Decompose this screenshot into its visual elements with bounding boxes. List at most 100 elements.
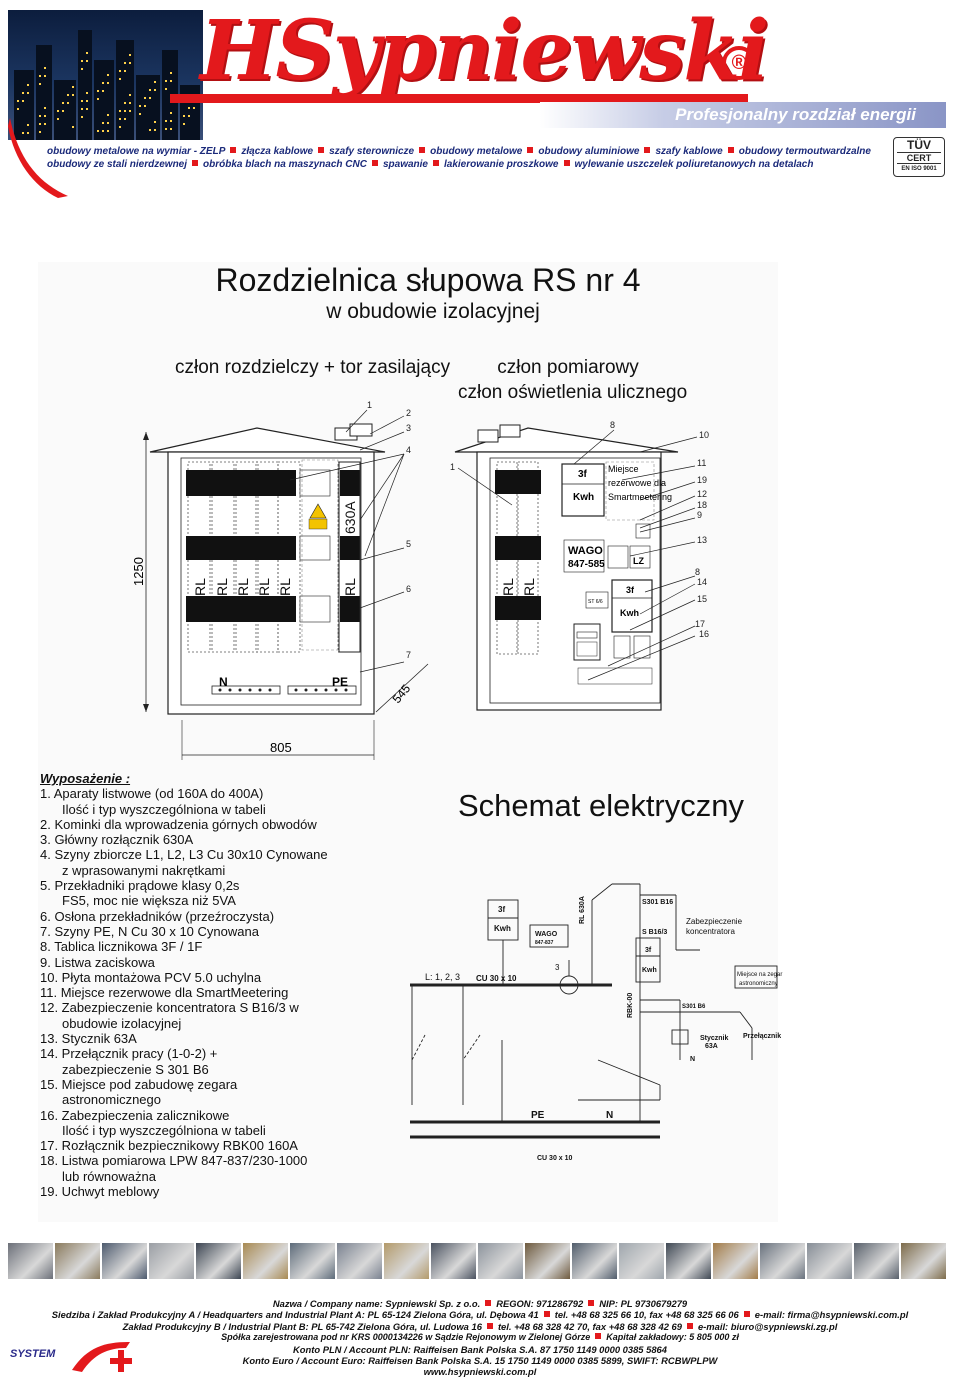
right-cabinet-drawing — [454, 424, 698, 711]
equipment-item: 13. Stycznik 63A — [40, 1031, 137, 1047]
footer-item-1: Kapitał zakładowy: 5 805 000 zł — [606, 1332, 739, 1343]
separator-square — [192, 160, 199, 166]
rl-label: RL — [214, 578, 230, 596]
callout-3: 3 — [406, 423, 411, 433]
equipment-item: 1. Aparaty listwowe (od 160A do 400A) — [40, 786, 264, 802]
section-right-label-2: człon oświetlenia ulicznego — [458, 382, 688, 403]
footer-item-1: REGON: 971286792 — [496, 1298, 584, 1309]
wago-code-label: 847-585 — [568, 559, 605, 570]
wago-label: WAGO — [568, 545, 603, 557]
rl-label: RL — [277, 578, 293, 596]
schem-przel: Przełącznik — [743, 1033, 781, 1040]
separator-square — [563, 160, 570, 166]
service-item-1: obróbka blach na maszynach CNC — [203, 159, 367, 170]
schem-s301b16: S301 B16 — [642, 899, 673, 906]
product-photo — [431, 1243, 476, 1279]
schem-ct-number: 3 — [555, 963, 560, 972]
callout-4: 4 — [406, 445, 411, 455]
separator-square — [371, 160, 378, 166]
separator-square — [433, 160, 439, 166]
skyline-building — [94, 60, 114, 140]
rl-label: RL — [521, 578, 537, 596]
schem-n: N — [606, 1110, 613, 1121]
footer-line-3: Zakład Produkcyjny B / Industrial Plant … — [0, 1321, 960, 1332]
left-callout-numbers: 1 2 3 4 5 6 7 — [367, 400, 411, 660]
brand-underline — [170, 94, 748, 103]
footer-item-0: Zakład Produkcyjny B / Industrial Plant … — [122, 1320, 482, 1332]
equipment-title: Wyposażenie : — [40, 771, 131, 786]
separator-square — [419, 147, 426, 153]
footer-item-0: Nazwa / Company name: Sypniewski Sp. z o… — [272, 1298, 481, 1309]
equipment-item: z wprasowanymi nakrętkami — [62, 862, 226, 878]
bus-cu-label: CU 30 x 10 — [476, 974, 517, 983]
schem-meter-3f: 3f — [498, 905, 505, 914]
separator-square — [595, 1333, 602, 1340]
st-label: ST 6/6 — [588, 599, 603, 605]
product-photo — [243, 1243, 288, 1279]
rl-label: RL — [192, 578, 208, 596]
callout-18: 18 — [697, 500, 707, 510]
callout-9: 9 — [697, 510, 702, 520]
meter-kwh-label: Kwh — [573, 492, 594, 503]
rl-labels-left: RL RL RL RL RL RL 630A — [192, 501, 358, 596]
equipment-item: obudowie izolacyjnej — [62, 1015, 182, 1031]
equipment-item: 17. Rozłącznik bezpiecznikowy RBK00 160A — [40, 1138, 298, 1154]
product-photo — [619, 1243, 664, 1279]
equipment-item: 4. Szyny zbiorcze L1, L2, L3 Cu 30x10 Cy… — [40, 847, 328, 863]
product-photo — [290, 1243, 335, 1279]
depth-dimension: 545 — [390, 681, 414, 706]
separator-square — [588, 1300, 595, 1306]
schem-stycznik-1: Stycznik — [700, 1035, 729, 1042]
callout-2: 2 — [406, 408, 411, 418]
section-right-label-1: człon pomiarowy — [497, 357, 639, 378]
section-left-label: człon rozdzielczy + tor zasilający — [175, 357, 451, 378]
equipment-item: 6. Osłona przekładników (przeźroczysta) — [40, 908, 275, 924]
equipment-item: FS5, moc nie większa niż 5VA — [62, 893, 236, 909]
schem-s301b6: S301 B6 — [682, 1004, 706, 1010]
equipment-items: 1. Aparaty listwowe (od 160A do 400A)Ilo… — [40, 786, 328, 1199]
product-photo — [901, 1243, 946, 1279]
product-photo — [572, 1243, 617, 1279]
equipment-item: 2. Kominki dla wprowadzenia górnych obwo… — [40, 816, 317, 832]
callout-11: 11 — [697, 458, 706, 468]
product-photo — [666, 1243, 711, 1279]
footer-item-1: tel. +48 68 325 66 10, fax +48 68 325 66… — [554, 1309, 739, 1321]
separator-square — [485, 1300, 492, 1306]
service-item-0: obudowy ze stali nierdzewnej — [47, 159, 188, 170]
footer-website[interactable]: www.hsypniewski.com.pl — [423, 1366, 537, 1378]
rl-label: RL — [256, 578, 272, 596]
system-logo-text: SYSTEM — [10, 1348, 56, 1360]
equipment-item: Ilość i typ wyszczególniona w tabeli — [62, 801, 266, 817]
rl-label: RL — [500, 578, 516, 596]
product-photo — [55, 1243, 100, 1279]
equipment-item: 9. Listwa zaciskowa — [40, 954, 155, 970]
electrical-schematic — [410, 883, 778, 1139]
equipment-item: 5. Przekładniki prądowe klasy 0,2s — [40, 878, 240, 894]
service-item-4: obudowy aluminiowe — [538, 146, 640, 157]
skyline-building — [78, 30, 92, 140]
schem-pe: PE — [531, 1110, 545, 1121]
footer-company-info: Nazwa / Company name: Sypniewski Sp. z o… — [0, 1298, 960, 1378]
callout-5: 5 — [406, 539, 411, 549]
product-photo — [854, 1243, 899, 1279]
separator-square — [727, 147, 734, 153]
product-photo — [8, 1243, 53, 1279]
equipment-item: 15. Miejsce pod zabudowę zegara — [40, 1076, 238, 1092]
footer-item-1: tel. +48 68 328 42 70, fax +48 68 328 42… — [497, 1320, 682, 1332]
callout-1: 1 — [367, 400, 372, 410]
callout-7: 7 — [406, 650, 411, 660]
callout-17: 17 — [695, 619, 705, 629]
skyline-building — [54, 80, 76, 140]
schem-m2-kwh: Kwh — [642, 967, 657, 974]
meter2-kwh-label: Kwh — [620, 608, 639, 618]
brand-logo: HSypniewski — [200, 3, 769, 99]
equipment-item: 19. Uchwyt meblowy — [40, 1184, 160, 1200]
equipment-item: 16. Zabezpieczenia zalicznikowe — [40, 1107, 230, 1123]
registered-mark: ® — [722, 46, 756, 80]
footer-item-0: Spółka zarejestrowana pod nr KRS 0000134… — [221, 1332, 591, 1343]
schematic-title: Schemat elektryczny — [458, 788, 744, 823]
system-logo-swoosh — [72, 1342, 132, 1372]
schem-rl630: RL 630A — [579, 896, 586, 924]
callout-15: 15 — [697, 594, 707, 604]
